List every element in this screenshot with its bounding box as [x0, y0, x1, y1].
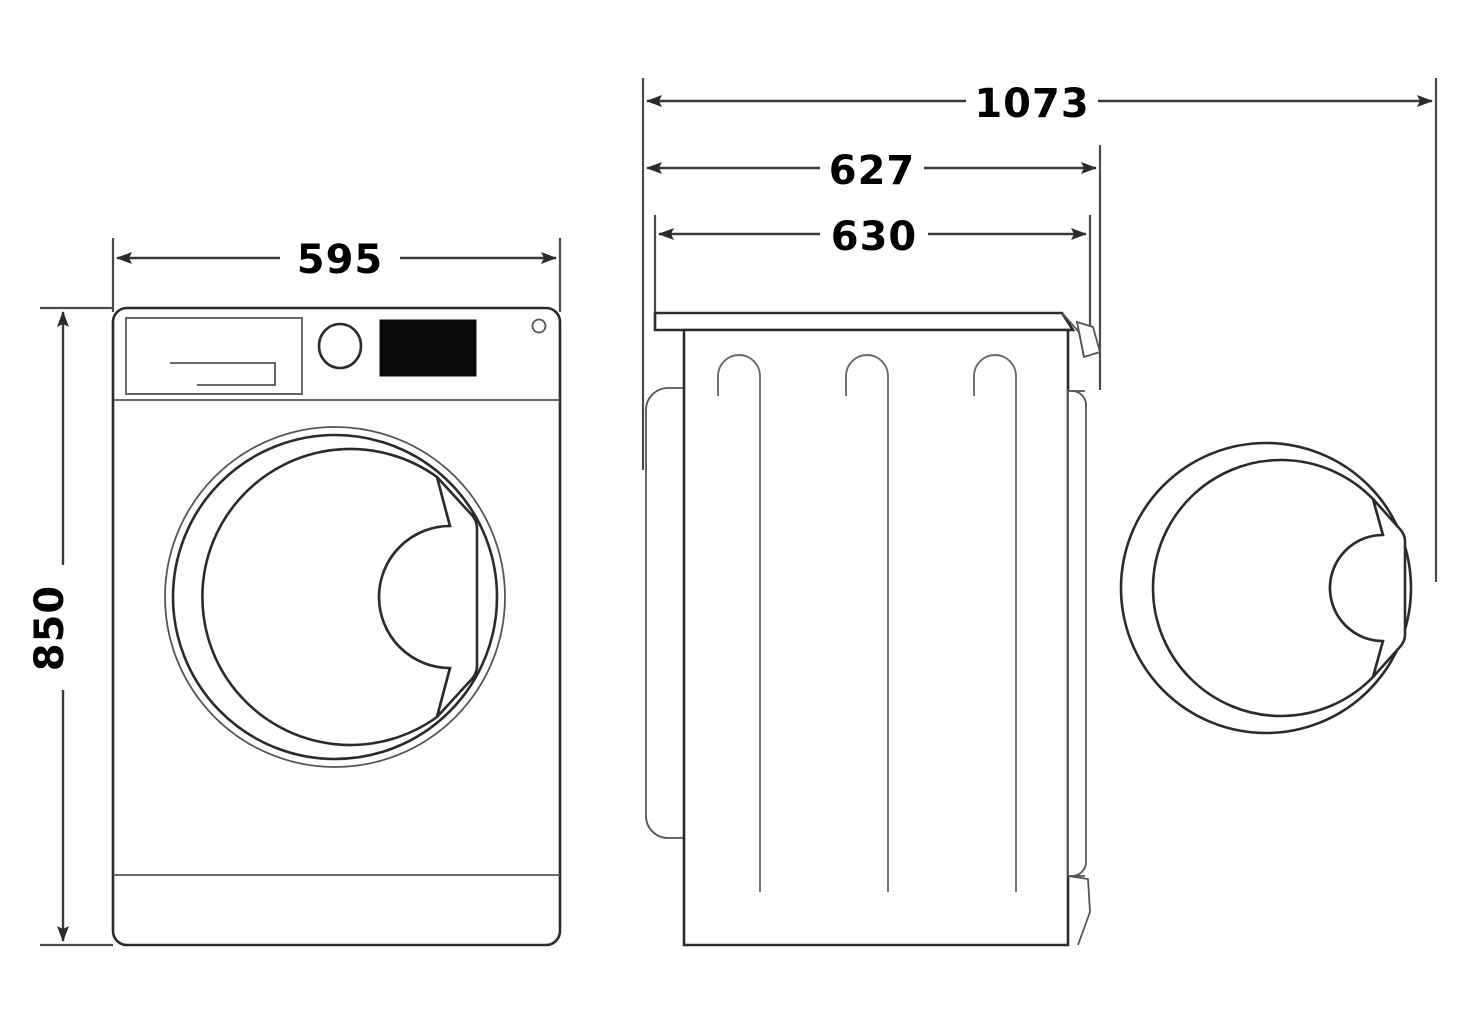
detergent-drawer[interactable]: [125, 317, 303, 395]
door-edge-panel: [1067, 390, 1087, 877]
side-view: 1073 627 630: [641, 76, 1438, 947]
dim-label-1073: 1073: [974, 81, 1089, 127]
cabinet-side-body: [682, 328, 1070, 947]
back-panel: [645, 387, 685, 839]
top-front-shoulder: [1061, 312, 1085, 358]
dim-label-bg: [280, 233, 400, 283]
top-panel: [653, 311, 1076, 332]
side-rib-1: [717, 354, 761, 892]
door-assembly[interactable]: [164, 426, 506, 768]
side-ribs: [717, 354, 1017, 892]
dimension-width-595: 595: [111, 233, 562, 312]
dimension-height-850: 850: [27, 306, 113, 947]
dim-label-bg: [966, 76, 1098, 128]
program-selector-knob[interactable]: [317, 322, 363, 370]
dimension-depth-body-630: 630: [653, 209, 1092, 330]
dimension-depth-door-open-1073: 1073: [641, 76, 1438, 582]
side-rib-2: [845, 354, 889, 892]
dim-label-bg: [820, 143, 924, 195]
dim-label-627: 627: [829, 148, 916, 194]
side-rib-3: [973, 354, 1017, 892]
dimension-depth-overall-627: 627: [646, 143, 1102, 390]
digital-display: [379, 319, 477, 377]
adjustable-foot: [1067, 875, 1091, 946]
dim-label-850: 850: [27, 585, 73, 672]
open-door-assembly[interactable]: [1119, 441, 1413, 735]
dim-label-bg: [38, 565, 90, 690]
front-view: 595 850: [27, 233, 562, 947]
detergent-drawer-face[interactable]: [125, 317, 303, 395]
door-handle-notch[interactable]: [377, 476, 479, 718]
dim-label-bg: [820, 209, 928, 261]
detergent-drawer-grip: [170, 362, 276, 386]
dim-label-595: 595: [297, 237, 384, 283]
power-button[interactable]: [531, 318, 547, 334]
open-door-handle-notch[interactable]: [1328, 498, 1407, 678]
dim-label-630: 630: [831, 214, 918, 260]
